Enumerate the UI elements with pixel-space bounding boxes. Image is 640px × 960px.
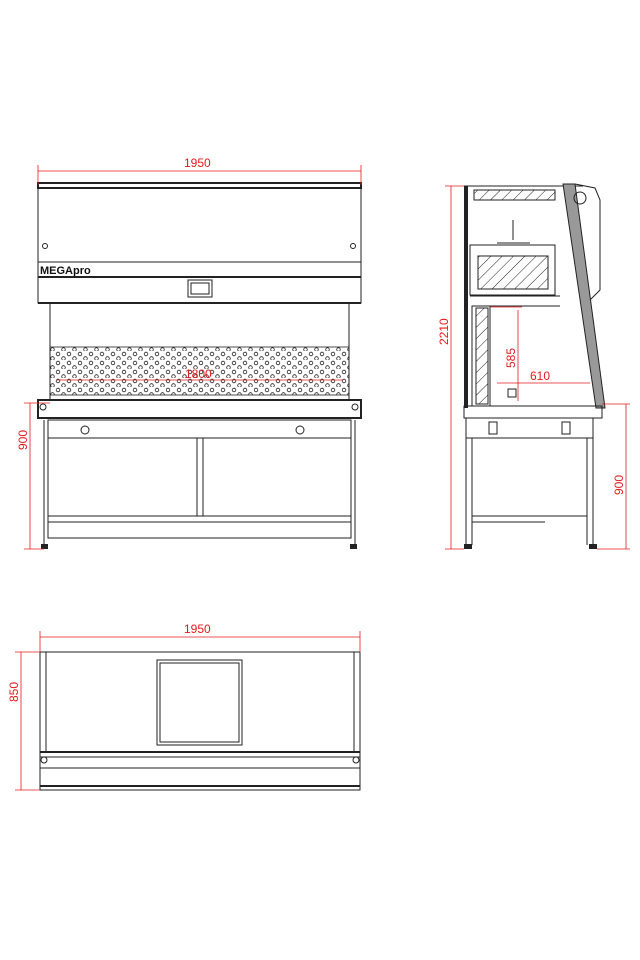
stand-frame bbox=[47, 419, 352, 539]
side-work-tray bbox=[463, 405, 603, 419]
front-sash bbox=[562, 183, 606, 409]
dimension-opening-height: 585 bbox=[504, 348, 518, 368]
caster-icon bbox=[295, 425, 305, 435]
side-view: 2210 585 610 900 bbox=[437, 183, 630, 550]
front-view: MEGApro 1950 1800 900 bbox=[16, 156, 362, 550]
dimension-work-depth: 610 bbox=[530, 369, 550, 383]
cabinet-upper-body bbox=[37, 187, 362, 304]
brand-logo: MEGApro bbox=[40, 265, 91, 277]
hepa-filter bbox=[477, 255, 549, 290]
dimension-work-width: 1800 bbox=[185, 367, 212, 381]
top-view: 1950 850 bbox=[7, 622, 361, 791]
dimension-top-width: 1950 bbox=[184, 622, 211, 636]
dimension-work-height: 900 bbox=[16, 430, 30, 450]
work-tray bbox=[37, 399, 362, 419]
screw-icon bbox=[350, 243, 356, 249]
dimension-overall-width: 1950 bbox=[184, 156, 211, 170]
caster-icon bbox=[80, 425, 90, 435]
control-display bbox=[187, 279, 213, 298]
dimension-overall-height: 2210 bbox=[437, 318, 451, 345]
top-outline bbox=[39, 651, 361, 791]
filter-upper bbox=[473, 189, 556, 201]
perforated-work-surface bbox=[49, 346, 350, 396]
top-rim bbox=[37, 182, 362, 189]
dimension-depth: 850 bbox=[7, 682, 21, 702]
top-hatch-panel bbox=[156, 659, 243, 746]
dimension-side-work-height: 900 bbox=[612, 475, 626, 495]
screw-icon bbox=[42, 243, 48, 249]
side-filter bbox=[475, 307, 489, 405]
